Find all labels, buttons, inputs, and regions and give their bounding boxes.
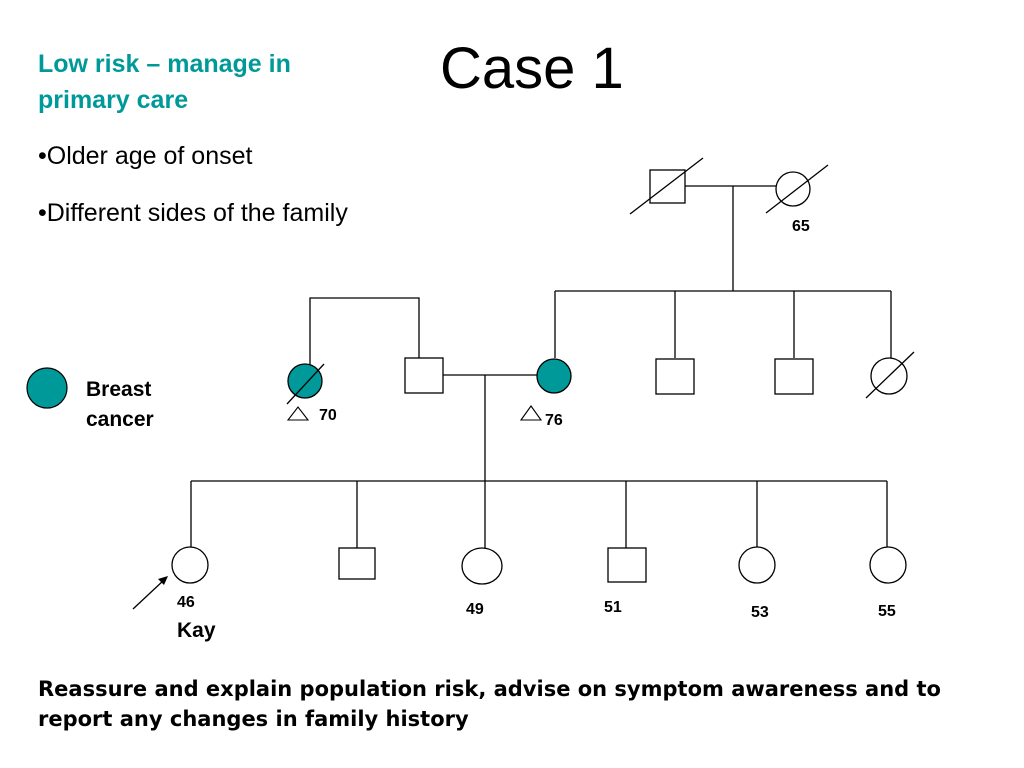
grandmother-symbol [775,171,811,207]
mother-triangle-icon [519,405,543,421]
grandmother-deceased-slash [765,164,829,214]
brother51-symbol [607,547,647,583]
slide-title: Case 1 [440,36,624,101]
brother51-age: 51 [604,599,622,616]
uncle2-symbol [774,358,814,395]
grandfather-deceased-slash [629,157,704,215]
father-symbol [404,357,444,394]
aunt-maternal-triangle-icon [286,406,310,421]
proband-age: 46 [177,594,195,611]
mother-age: 76 [545,412,563,429]
aunt-maternal-symbol [287,363,323,399]
proband-symbol [171,546,209,584]
sister49-symbol [461,547,503,585]
sister49-age: 49 [466,601,484,618]
sister55-symbol [869,546,907,584]
legend-label: Breast cancer [86,378,154,431]
proband-arrow-shaft [132,579,165,610]
proband-arrow-icon [158,576,168,585]
sister53-age: 53 [751,604,769,621]
proband-name: Kay [177,619,216,642]
sister53-symbol [738,546,776,584]
sister55-age: 55 [878,603,896,620]
brother1-symbol [338,547,376,580]
aunt2-deceased-slash [865,351,915,399]
legend-affected-circle [26,367,68,409]
bullet-different-sides: •Different sides of the family [38,199,348,227]
mother-symbol [536,358,572,394]
aunt-maternal-deceased-slash [286,363,325,405]
paternal-bracket [309,297,420,366]
grandmother-age: 65 [792,218,810,235]
risk-heading: Low risk – manage in primary care [38,50,291,114]
uncle1-symbol [655,358,695,395]
bullet-older-age: •Older age of onset [38,142,253,170]
aunt-maternal-age: 70 [319,407,337,424]
grandfather-symbol [649,169,686,204]
conclusion-text: Reassure and explain population risk, ad… [38,677,941,731]
